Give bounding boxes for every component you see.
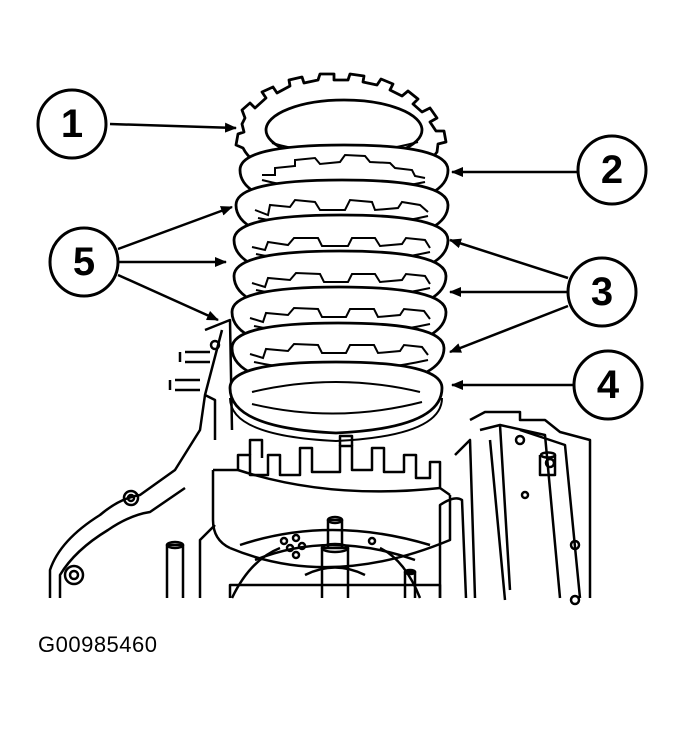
arrow-1 [109, 122, 237, 133]
callout-4-label: 4 [597, 363, 620, 407]
callout-3: 3 [566, 256, 638, 328]
callout-5: 5 [48, 226, 120, 298]
arrow-3c [449, 304, 569, 354]
callout-1: 1 [36, 88, 108, 160]
plate-4-bottom-ring [228, 360, 444, 443]
callout-4: 4 [572, 349, 644, 421]
leader-arrows [109, 122, 578, 390]
transmission-housing [48, 318, 592, 606]
arrow-5c [117, 273, 219, 322]
callout-3-label: 3 [591, 270, 613, 314]
callout-2-label: 2 [601, 148, 623, 192]
figure-id: G00985460 [38, 632, 158, 657]
callout-5-label: 5 [73, 240, 95, 284]
callout-2: 2 [576, 134, 648, 206]
arrow-3a [449, 238, 569, 280]
callout-1-label: 1 [61, 102, 83, 146]
arrow-5a [117, 205, 233, 251]
